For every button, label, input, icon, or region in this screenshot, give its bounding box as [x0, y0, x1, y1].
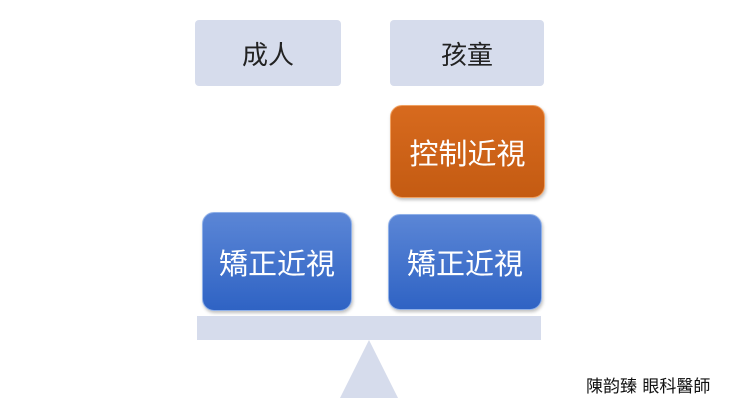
- header-child: 孩童: [390, 20, 544, 86]
- scale-fulcrum: [340, 340, 398, 398]
- scale-beam: [197, 316, 541, 340]
- right-correct-myopia-box: 矯正近視: [388, 214, 542, 310]
- left-correct-myopia-box: 矯正近視: [202, 212, 352, 311]
- signature: 陳韵臻 眼科醫師: [586, 377, 711, 397]
- control-myopia-box: 控制近視: [390, 105, 545, 198]
- header-adult: 成人: [195, 20, 341, 86]
